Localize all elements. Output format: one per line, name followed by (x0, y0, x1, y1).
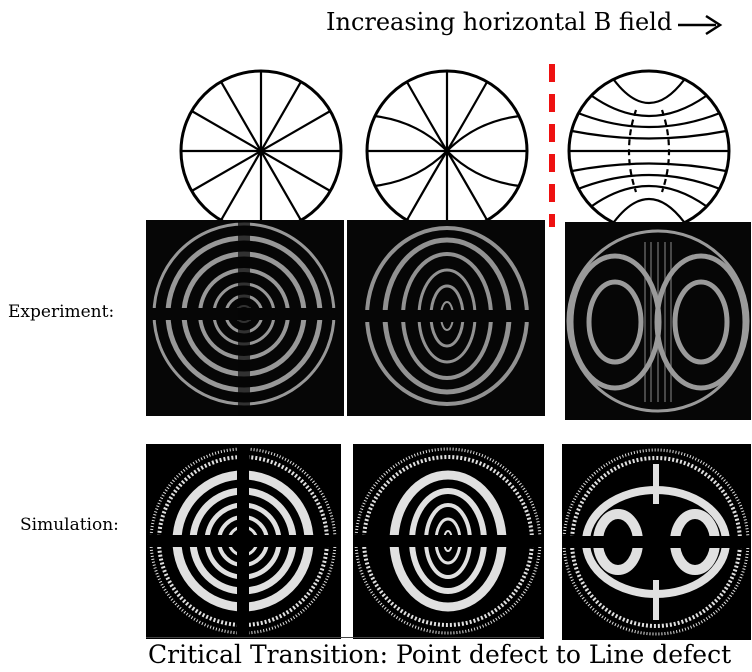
simulation-image-3 (562, 444, 751, 640)
director-diagram-radial (179, 69, 343, 233)
footer-caption: Critical Transition: Point defect to Lin… (148, 640, 732, 669)
critical-transition-divider (549, 64, 555, 227)
director-diagram-bent (365, 69, 529, 233)
footer-rule (146, 637, 540, 638)
experiment-image-3 (565, 222, 751, 420)
header-caption: Increasing horizontal B field (326, 8, 673, 36)
simulation-row-label: Simulation: (20, 515, 119, 535)
simulation-image-1 (146, 444, 341, 639)
simulation-image-2 (353, 444, 544, 639)
right-arrow-icon (678, 14, 723, 36)
experiment-image-2 (347, 220, 545, 416)
director-diagram-line-defect (567, 69, 731, 233)
experiment-image-1 (146, 220, 344, 416)
experiment-row-label: Experiment: (8, 302, 115, 322)
